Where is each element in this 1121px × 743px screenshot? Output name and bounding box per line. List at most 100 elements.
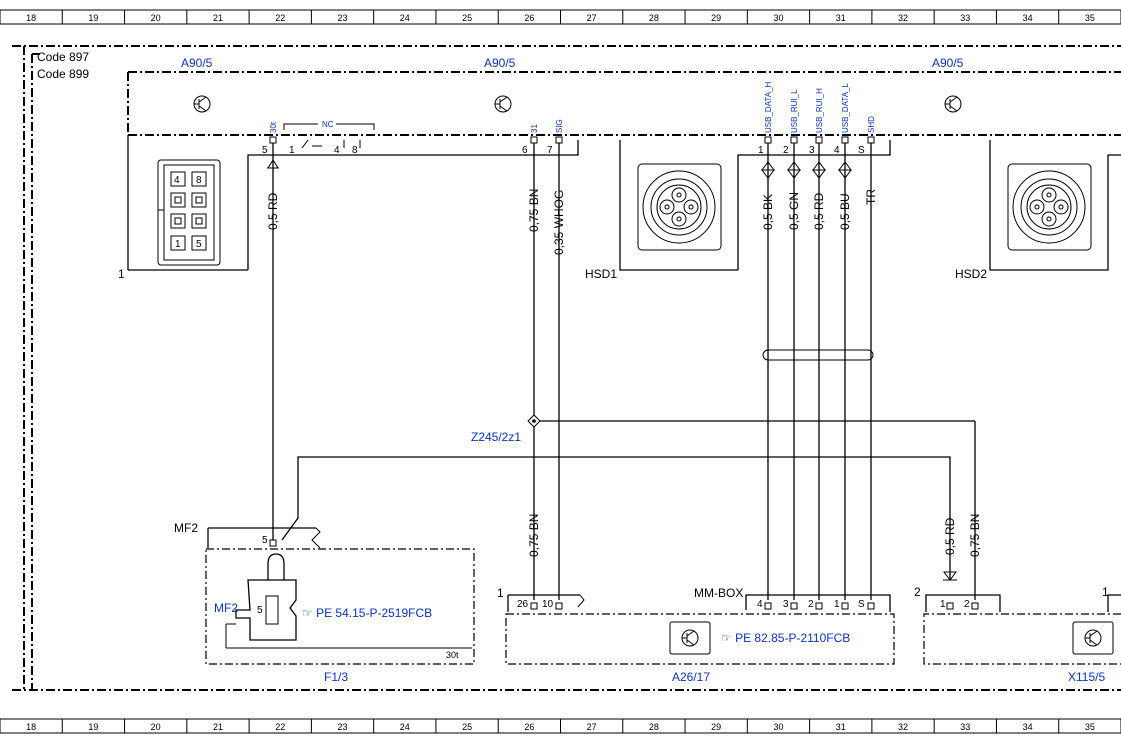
ruler-column-label: 30	[773, 722, 783, 732]
a26-box-frame	[505, 613, 895, 665]
wire-label-tr: TR	[864, 189, 878, 205]
pin-label: 3	[809, 145, 815, 156]
wires	[272, 143, 976, 600]
ruler-column-label: 31	[836, 722, 846, 732]
pin-label: S	[858, 599, 865, 610]
ruler-column-label: 18	[26, 13, 36, 23]
pin-label: 2	[783, 145, 789, 156]
pin-label: 7	[547, 145, 553, 156]
connector-1-frame	[127, 135, 579, 271]
ruler-column-label: 19	[88, 722, 98, 732]
ruler-column-label: 19	[88, 13, 98, 23]
wire-arrow-icon	[267, 159, 279, 169]
ruler-column-label: 22	[275, 13, 285, 23]
ruler-column-label: 27	[587, 722, 597, 732]
pin-label: 5	[262, 145, 268, 156]
ruler-column-label: 24	[400, 722, 410, 732]
ruler-column-label: 26	[524, 722, 534, 732]
signal-usb-rui-h: USB_RUI_H	[815, 88, 824, 133]
x115-connector	[925, 571, 1121, 612]
wire-label-05rd-x115: 0,5 RD	[943, 517, 957, 555]
mf2-label: MF2	[174, 521, 198, 535]
fuse-icon	[225, 553, 472, 649]
wire-label-05gn: 0,5 GN	[787, 192, 801, 230]
mmbox-ref-link[interactable]: ☞ PE 82.85-P-2110FCB	[721, 631, 850, 645]
wire-label-075bn-lower: 0,75 BN	[527, 514, 541, 557]
fuse-number: 5	[257, 605, 263, 616]
a90-unit-box	[127, 71, 1121, 136]
ruler-column-label: 20	[151, 13, 161, 23]
ruler-column-label: 27	[587, 13, 597, 23]
ruler-column-label: 34	[1023, 13, 1033, 23]
z245-label: Z245/2z1	[471, 430, 521, 444]
mf2-inner-label: MF2	[214, 601, 238, 615]
ruler-column-label: 30	[773, 13, 783, 23]
mf2-connector	[207, 527, 321, 549]
a90-label-center: A90/5	[484, 56, 516, 70]
ruler-column-label: 33	[960, 13, 970, 23]
reference-pointer-icon: ☞	[302, 606, 316, 620]
nc-switch-icon	[283, 123, 375, 149]
wire-label-05bk: 0,5 BK	[761, 194, 775, 230]
ruler-column-label: 20	[151, 722, 161, 732]
f13-label: F1/3	[324, 670, 348, 684]
pin-label: 4	[757, 599, 763, 610]
pin-label: 4	[334, 145, 340, 156]
ruler-column-label: 33	[960, 722, 970, 732]
pin-label: S	[858, 145, 865, 156]
ruler-column-label: 29	[711, 722, 721, 732]
twisted-pair-markers	[761, 161, 852, 179]
ruler-column-label: 23	[338, 722, 348, 732]
wire-label-05bu: 0,5 BU	[838, 193, 852, 230]
pin-label: 8	[352, 145, 358, 156]
pin-label: 1	[289, 145, 295, 156]
hsd2-frame	[989, 140, 1121, 271]
pin-label: 26	[517, 599, 529, 610]
hsd1-label: HSD1	[585, 267, 617, 281]
hsd-socket-icon	[1007, 163, 1092, 251]
code-899-label: Code 899	[37, 67, 89, 81]
pin-label: 1	[834, 599, 840, 610]
pin-label: 2	[808, 599, 814, 610]
pin-terminals-bottom	[269, 539, 979, 610]
a90-label-right: A90/5	[932, 56, 964, 70]
signal-usb-data-h: USB_DATA_H	[764, 82, 773, 133]
ruler-column-label: 25	[462, 13, 472, 23]
cell-label: 4	[174, 175, 180, 186]
a26-connector	[507, 594, 891, 612]
fuse-30t-label: 30t	[446, 650, 459, 660]
connector-plug-icon	[157, 159, 221, 266]
ruler-column-label: 32	[898, 13, 908, 23]
x1155-label: X115/5	[1068, 670, 1105, 684]
fuse-ref-link[interactable]: ☞ PE 54.15-P-2519FCB	[302, 606, 432, 620]
pin-label: 4	[834, 145, 840, 156]
cell-label: 1	[175, 239, 181, 250]
mm-box-label: MM-BOX	[694, 586, 743, 600]
hsd-socket-icon	[637, 163, 722, 251]
ruler-column-label: 21	[213, 13, 223, 23]
ruler-column-label: 35	[1085, 13, 1095, 23]
x115-box-frame	[923, 613, 1121, 665]
wire-label-05rd: 0,5 RD	[812, 192, 826, 230]
cell-label: 8	[196, 175, 202, 186]
ruler-column-label: 21	[213, 722, 223, 732]
pin-label: 1	[940, 599, 946, 610]
wire-label-05rd: 0,5 RD	[266, 192, 280, 230]
a2617-label: A26/17	[672, 670, 710, 684]
ruler-column-label: 23	[338, 13, 348, 23]
signal-30t: 30t	[269, 121, 278, 133]
transistor-icon	[193, 95, 211, 113]
code-region-frame	[12, 45, 1121, 691]
a90-label-left: A90/5	[181, 56, 213, 70]
x115-connector-2-label: 2	[914, 585, 921, 599]
signal-usb-data-l: USB_DATA_L	[841, 83, 850, 133]
code-897-label: Code 897	[37, 50, 89, 64]
signal-shd: SHD	[867, 116, 876, 133]
ruler-column-label: 26	[524, 13, 534, 23]
signal-sig: SIG	[555, 119, 564, 133]
ruler-column-label: 31	[836, 13, 846, 23]
ruler-column-label: 28	[649, 13, 659, 23]
